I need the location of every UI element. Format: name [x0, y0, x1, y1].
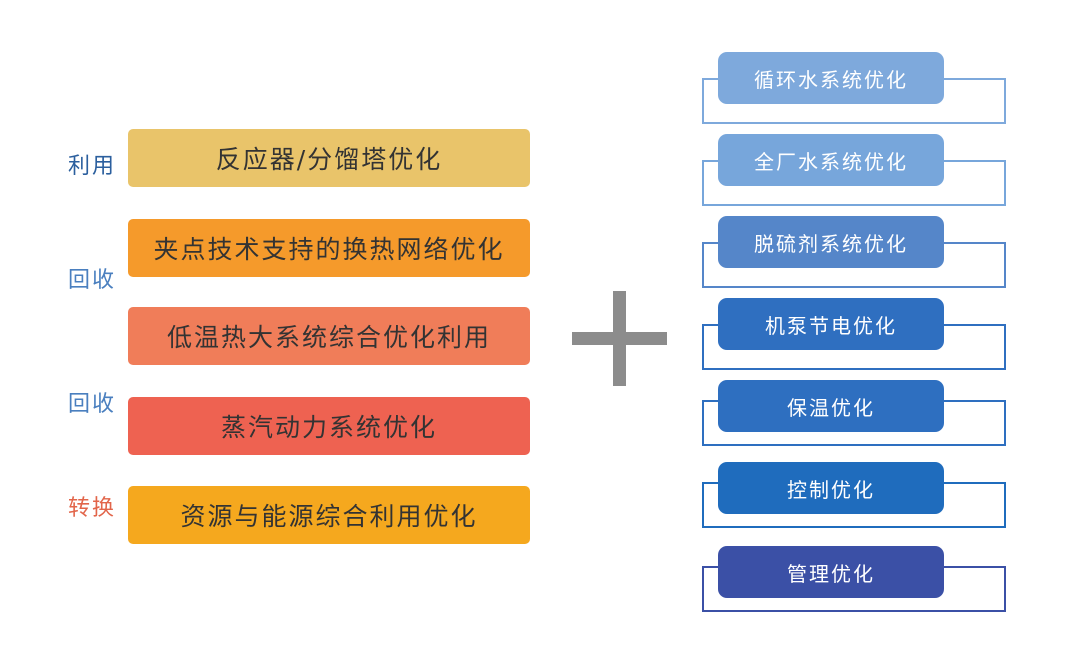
box-label: 蒸汽动力系统优化	[220, 413, 437, 442]
item-pill: 控制优化	[718, 462, 944, 514]
item-pill: 脱硫剂系统优化	[718, 216, 944, 268]
item-pill: 保温优化	[718, 380, 944, 432]
item-pill: 循环水系统优化	[718, 52, 944, 104]
item-pill: 全厂水系统优化	[718, 134, 944, 186]
box-reactor-fractionator: 反应器/分馏塔优化	[128, 129, 530, 187]
right-item-plant-water: 全厂水系统优化	[702, 134, 1008, 206]
box-label: 反应器/分馏塔优化	[215, 145, 443, 174]
item-pill: 机泵节电优化	[718, 298, 944, 350]
right-item-control: 控制优化	[702, 462, 1008, 534]
right-item-pump-power: 机泵节电优化	[702, 298, 1008, 370]
box-label: 夹点技术支持的换热网络优化	[153, 235, 505, 264]
box-low-temp-heat: 低温热大系统综合优化利用	[128, 307, 530, 365]
box-resource-energy: 资源与能源综合利用优化	[128, 486, 530, 544]
side-label-recover-1: 回收	[68, 268, 117, 293]
right-item-circulating-water: 循环水系统优化	[702, 52, 1008, 124]
plus-vertical-bar	[613, 291, 626, 386]
side-label-convert: 转换	[68, 496, 117, 521]
right-item-insulation: 保温优化	[702, 380, 1008, 452]
item-pill: 管理优化	[718, 546, 944, 598]
right-item-management: 管理优化	[702, 546, 1008, 618]
box-steam-power: 蒸汽动力系统优化	[128, 397, 530, 455]
box-label: 资源与能源综合利用优化	[180, 502, 478, 531]
side-label-utilize: 利用	[68, 154, 117, 179]
side-label-recover-2: 回收	[68, 392, 117, 417]
box-label: 低温热大系统综合优化利用	[166, 323, 491, 352]
right-item-desulfurizer: 脱硫剂系统优化	[702, 216, 1008, 288]
box-pinch-heat-exchanger: 夹点技术支持的换热网络优化	[128, 219, 530, 277]
